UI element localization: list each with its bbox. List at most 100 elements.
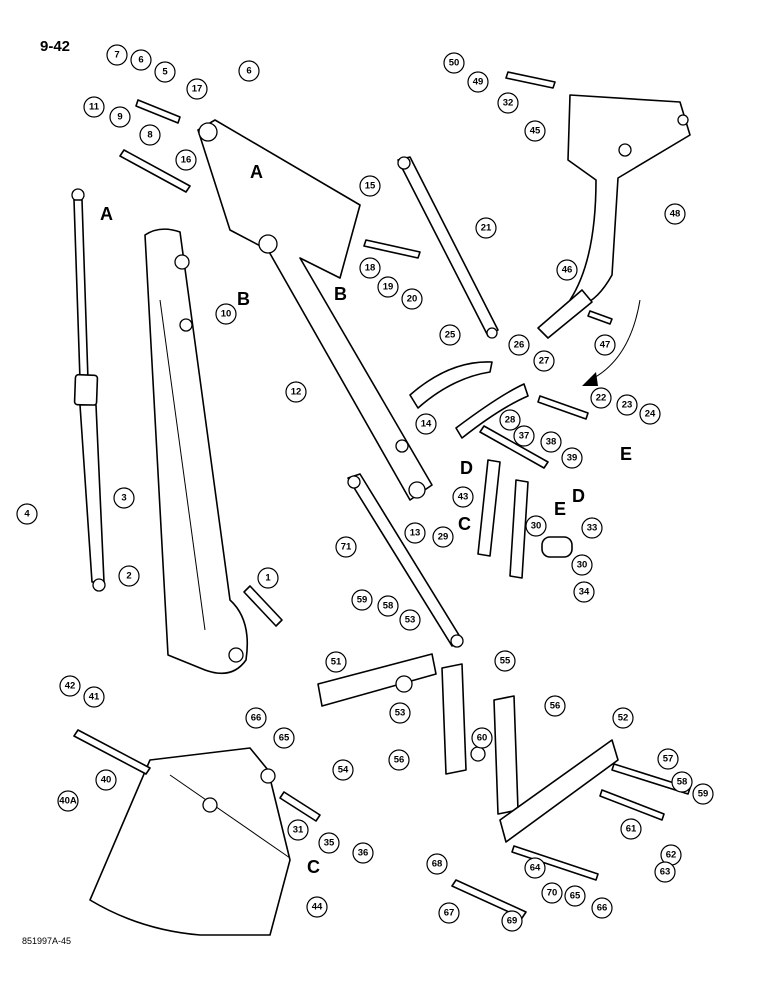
svg-text:5: 5 xyxy=(162,67,168,78)
callout: 65 xyxy=(564,885,586,907)
svg-text:69: 69 xyxy=(507,916,518,927)
svg-text:25: 25 xyxy=(445,330,456,341)
svg-text:3: 3 xyxy=(121,493,126,504)
callout: 7 xyxy=(106,44,128,66)
svg-text:10: 10 xyxy=(221,309,232,320)
callout: 43 xyxy=(452,486,474,508)
callout: 13 xyxy=(404,522,426,544)
svg-text:20: 20 xyxy=(407,294,418,305)
svg-text:22: 22 xyxy=(596,393,607,404)
svg-text:38: 38 xyxy=(546,437,557,448)
callout: 26 xyxy=(508,334,530,356)
svg-text:12: 12 xyxy=(291,387,302,398)
callout: 53 xyxy=(399,609,421,631)
callout: 38 xyxy=(540,431,562,453)
callout: 69 xyxy=(501,910,523,932)
callout: 51 xyxy=(325,651,347,673)
callout: 10 xyxy=(215,303,237,325)
svg-text:66: 66 xyxy=(597,903,608,914)
svg-text:14: 14 xyxy=(421,419,432,430)
ref-letter: C xyxy=(458,514,471,534)
svg-text:17: 17 xyxy=(192,84,203,95)
svg-text:30: 30 xyxy=(531,521,542,532)
callout: 17 xyxy=(186,78,208,100)
svg-text:8: 8 xyxy=(147,130,152,141)
callout: 19 xyxy=(377,276,399,298)
svg-text:16: 16 xyxy=(181,155,192,166)
callout: 1 xyxy=(257,567,279,589)
callout: 64 xyxy=(524,857,546,879)
callout: 5 xyxy=(154,61,176,83)
svg-text:19: 19 xyxy=(383,282,394,293)
callout: 18 xyxy=(359,257,381,279)
ref-letter: D xyxy=(572,486,585,506)
callout: 54 xyxy=(332,759,354,781)
callout: 24 xyxy=(639,403,661,425)
ref-letter: D xyxy=(460,458,473,478)
svg-text:63: 63 xyxy=(660,867,671,878)
svg-text:50: 50 xyxy=(449,58,460,69)
svg-text:71: 71 xyxy=(341,542,352,553)
svg-text:53: 53 xyxy=(405,615,416,626)
svg-text:6: 6 xyxy=(138,55,143,66)
callout: 33 xyxy=(581,517,603,539)
callout: 25 xyxy=(439,324,461,346)
svg-text:34: 34 xyxy=(579,587,590,598)
svg-text:57: 57 xyxy=(663,754,674,765)
svg-text:47: 47 xyxy=(600,340,611,351)
svg-text:45: 45 xyxy=(530,126,541,137)
svg-text:66: 66 xyxy=(251,713,262,724)
callout: 55 xyxy=(494,650,516,672)
callout: 36 xyxy=(352,842,374,864)
callout: 61 xyxy=(620,818,642,840)
callout: 45 xyxy=(524,120,546,142)
callout: 59 xyxy=(692,783,714,805)
svg-text:7: 7 xyxy=(114,50,119,61)
figure-code: 851997A-45 xyxy=(22,936,72,946)
callout: 30 xyxy=(525,515,547,537)
svg-text:30: 30 xyxy=(577,560,588,571)
svg-text:42: 42 xyxy=(65,681,76,692)
callout: 66 xyxy=(245,707,267,729)
callout: 21 xyxy=(475,217,497,239)
callout: 22 xyxy=(590,387,612,409)
svg-text:39: 39 xyxy=(567,453,578,464)
boom xyxy=(144,228,249,675)
svg-text:59: 59 xyxy=(698,789,709,800)
callout: 11 xyxy=(83,96,105,118)
svg-text:2: 2 xyxy=(126,571,131,582)
svg-text:67: 67 xyxy=(444,908,455,919)
callout: 12 xyxy=(285,381,307,403)
callout: 70 xyxy=(541,882,563,904)
callout: 27 xyxy=(533,350,555,372)
svg-text:1: 1 xyxy=(265,573,271,584)
svg-text:44: 44 xyxy=(312,902,323,913)
svg-text:56: 56 xyxy=(394,755,405,766)
svg-text:41: 41 xyxy=(89,692,100,703)
svg-text:28: 28 xyxy=(505,415,516,426)
callout: 34 xyxy=(573,581,595,603)
callout: 32 xyxy=(497,92,519,114)
callout: 58 xyxy=(671,771,693,793)
callout: 16 xyxy=(175,149,197,171)
ripper-45 xyxy=(567,94,691,306)
callout: 40 xyxy=(95,769,117,791)
svg-text:33: 33 xyxy=(587,523,598,534)
svg-text:29: 29 xyxy=(438,532,449,543)
callout: 41 xyxy=(83,686,105,708)
callout: 56 xyxy=(544,695,566,717)
callout: 58 xyxy=(377,595,399,617)
callout: 23 xyxy=(616,394,638,416)
svg-text:43: 43 xyxy=(458,492,469,503)
callout: 4 xyxy=(16,503,38,525)
cylinder-4 xyxy=(71,188,106,592)
callout: 71 xyxy=(335,536,357,558)
svg-text:4: 4 xyxy=(24,509,30,520)
callout: 46 xyxy=(556,259,578,281)
svg-text:18: 18 xyxy=(365,263,376,274)
ref-letter: A xyxy=(100,204,113,224)
ref-letter: B xyxy=(237,289,250,309)
ref-letter: E xyxy=(554,499,566,519)
callout: 49 xyxy=(467,71,489,93)
callout: 28 xyxy=(499,409,521,431)
